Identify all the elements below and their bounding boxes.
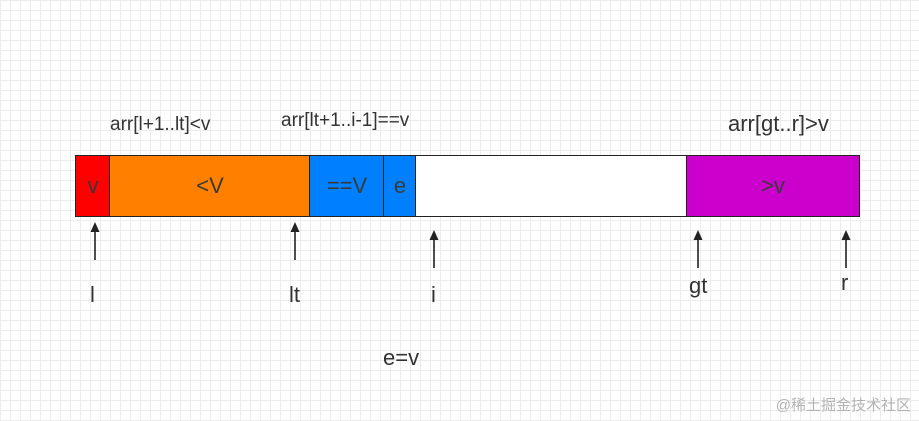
watermark: @稀土掘金技术社区 (775, 397, 911, 414)
pointer-arrow-l (89, 222, 101, 260)
pointer-arrow-lt (289, 222, 301, 260)
pointer-arrow-i (428, 230, 440, 268)
pointer-arrow-r (840, 230, 852, 268)
segment-greater-label: >v (761, 173, 785, 198)
pointer-label-lt: lt (289, 282, 300, 307)
segment-less: <V (109, 155, 311, 217)
segment-current: e (383, 155, 417, 217)
segment-pivot: v (75, 155, 111, 217)
segment-greater: >v (686, 155, 860, 217)
pointer-arrow-gt (692, 230, 704, 268)
segment-unprocessed (415, 155, 688, 217)
segment-less-label: <V (196, 173, 224, 198)
segment-current-label: e (393, 173, 407, 198)
pointer-label-i: i (431, 282, 436, 307)
pointer-label-r: r (841, 270, 849, 295)
pointer-label-l: l (90, 282, 95, 307)
segment-equal-label: ==V (326, 173, 368, 198)
note-e-equals-v: e=v (383, 345, 420, 370)
range-label-less: arr[l+1..lt]<v (110, 114, 211, 135)
segment-equal: ==V (309, 155, 385, 217)
range-label-equal: arr[lt+1..i-1]==v (281, 110, 410, 131)
range-label-greater: arr[gt..r]>v (728, 111, 829, 136)
pointer-label-gt: gt (689, 273, 708, 298)
segment-pivot-label: v (87, 173, 99, 198)
